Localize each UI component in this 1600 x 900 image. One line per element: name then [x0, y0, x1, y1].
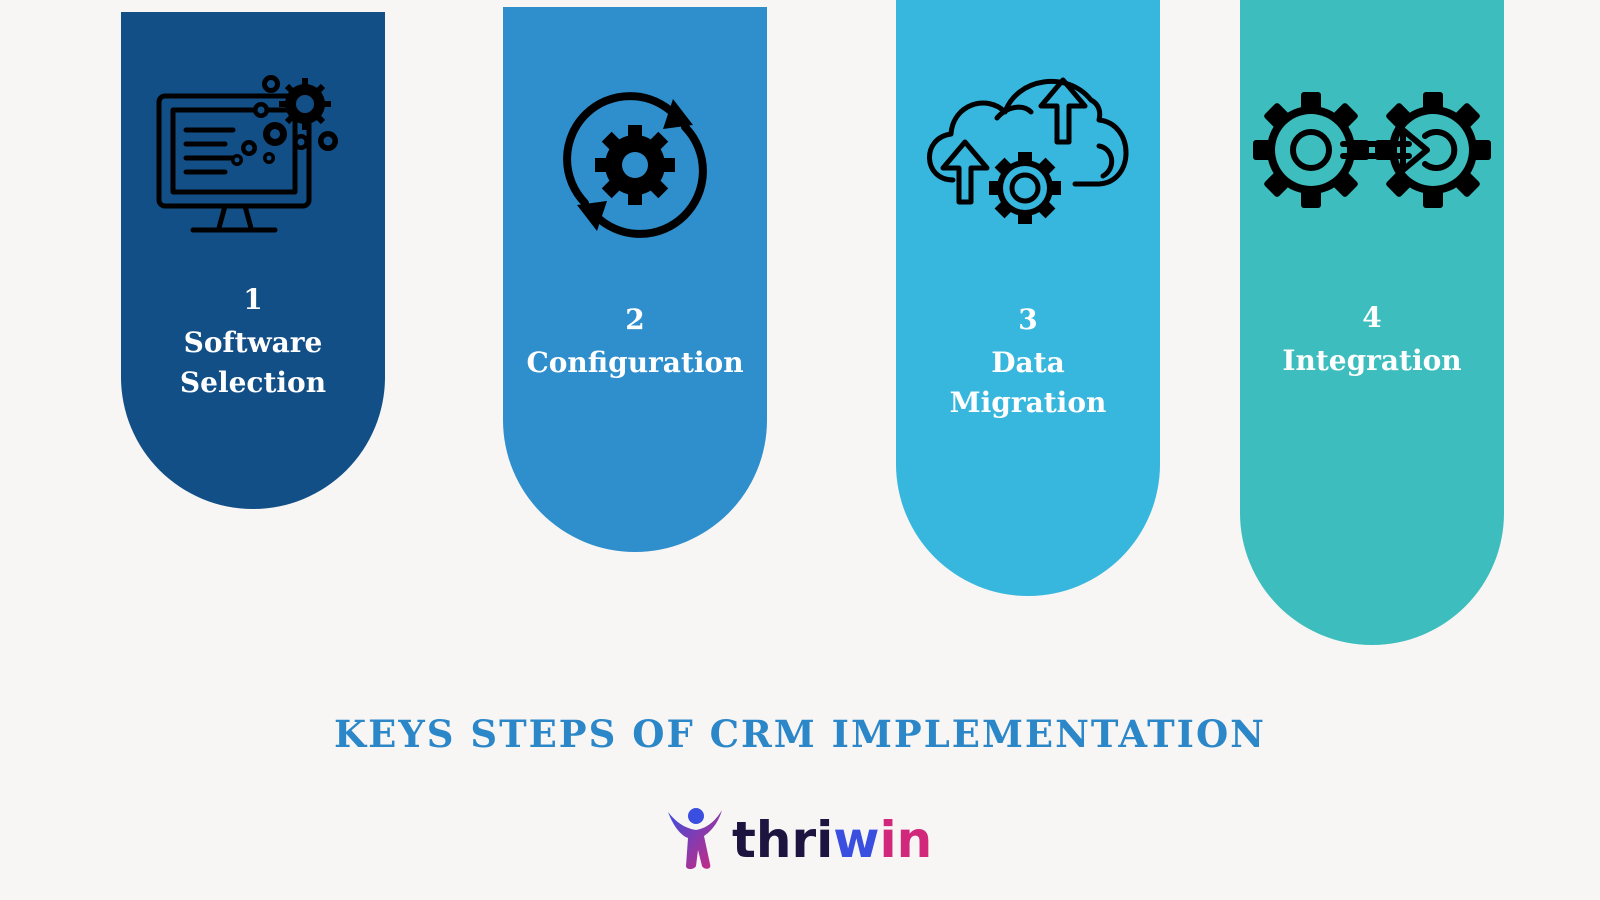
step-title-line: Migration: [949, 386, 1107, 419]
step-card-software-selection: 1 Software Selection: [121, 12, 385, 509]
step-title-line: Data: [991, 346, 1065, 379]
step-label: 4 Integration: [1240, 295, 1504, 381]
computer-gears-icon: [156, 75, 338, 233]
step-label: 1 Software Selection: [121, 277, 385, 403]
step-number: 1: [243, 283, 263, 316]
logo-wordmark: thriwin: [732, 810, 932, 870]
step-title-line: Configuration: [526, 346, 744, 379]
step-card-integration: 4 Integration: [1240, 0, 1504, 645]
logo-text-start: thri: [732, 811, 834, 869]
thriwin-person-icon: [668, 808, 722, 869]
step-label: 3 Data Migration: [896, 297, 1160, 423]
logo-text-end: in: [879, 811, 933, 869]
thriwin-logo: thriwin: [664, 806, 944, 878]
step-title-line: Selection: [179, 366, 327, 399]
step-title-line: Software: [183, 326, 323, 359]
step-number: 4: [1362, 301, 1382, 334]
step-number: 2: [625, 303, 645, 336]
step-title-line: Integration: [1282, 344, 1462, 377]
step-label: 2 Configuration: [503, 297, 767, 383]
diagram-title: KEYS STEPS OF CRM IMPLEMENTATION: [333, 712, 1267, 756]
step-card-configuration: 2 Configuration: [503, 7, 767, 552]
logo-text-w: w: [833, 811, 880, 869]
gear-refresh-icon: [563, 92, 707, 238]
cloud-upload-gear-icon: [927, 77, 1129, 224]
gears-arrow-icon: [1253, 92, 1491, 208]
step-card-data-migration: 3 Data Migration: [896, 0, 1160, 596]
step-number: 3: [1018, 303, 1038, 336]
